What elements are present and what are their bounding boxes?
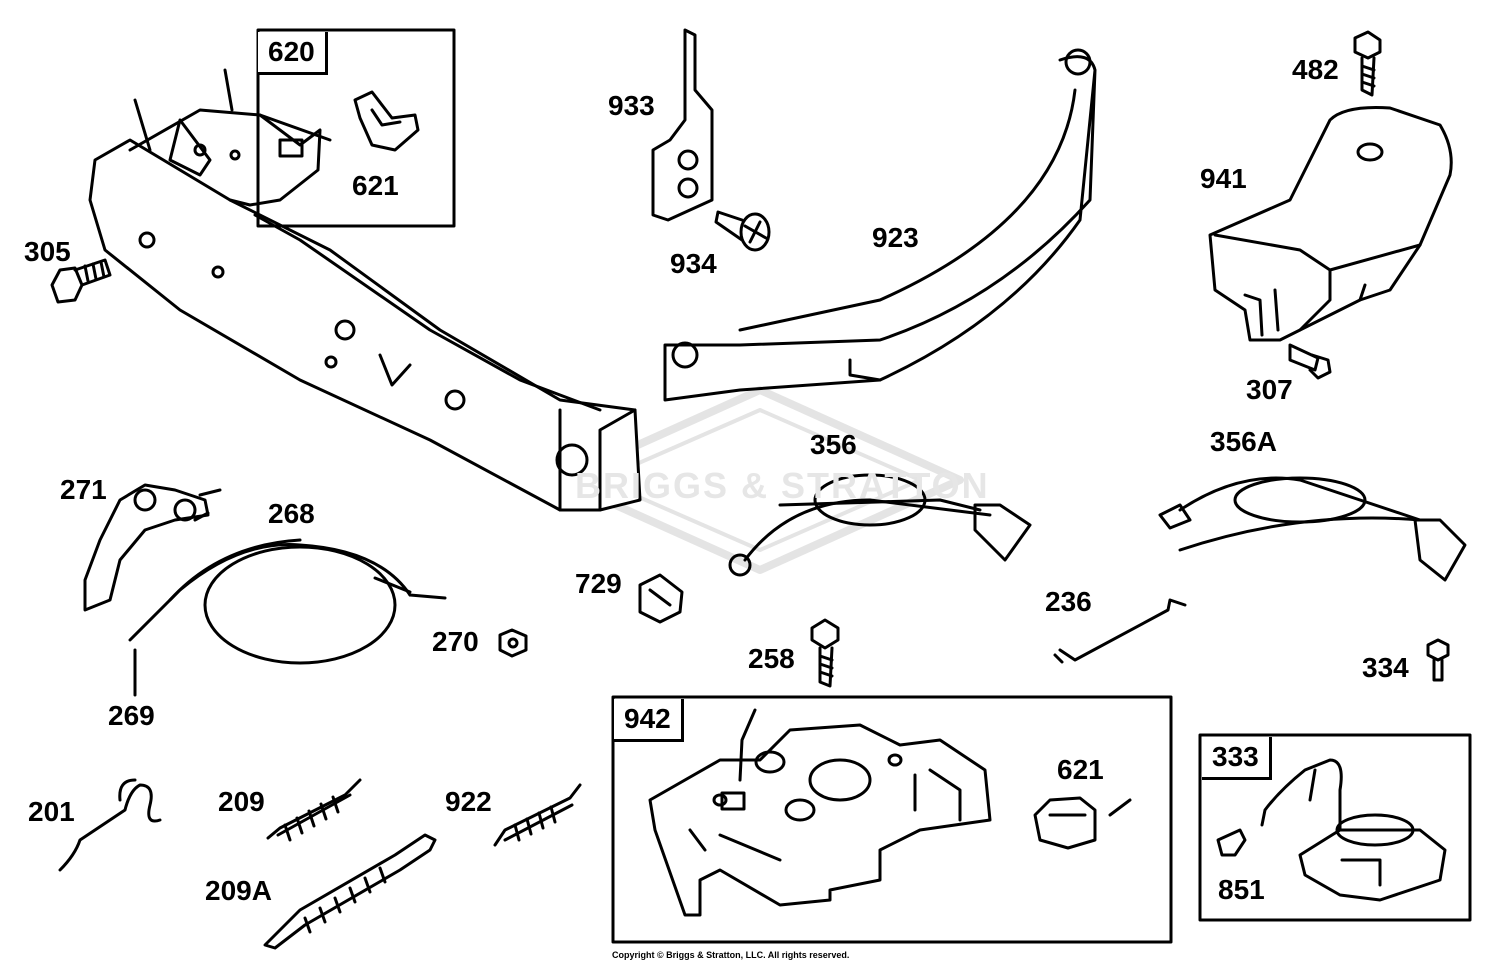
part-label-236: 236	[1045, 586, 1092, 617]
part-label-209a: 209A	[205, 875, 272, 906]
part-label-271: 271	[60, 474, 107, 505]
screw-334-part	[1426, 638, 1450, 682]
part-label-941: 941	[1200, 163, 1247, 194]
cable-268-part	[128, 538, 447, 697]
ignition-coil-333-part	[1260, 758, 1447, 902]
box-620-frame	[256, 28, 456, 228]
bolt-305-part	[50, 258, 112, 304]
part-label-923: 923	[872, 222, 919, 253]
bolt-482-part	[1353, 30, 1382, 97]
cover-941-part	[1208, 106, 1453, 342]
part-label-922: 922	[445, 786, 492, 817]
clip-621-part	[353, 90, 420, 152]
screw-307-part	[1288, 343, 1332, 380]
lever-271-part	[83, 483, 222, 612]
link-236-part	[1053, 598, 1187, 664]
box-333-frame	[1198, 733, 1472, 922]
part-label-201: 201	[28, 796, 75, 827]
control-plate-942-part	[648, 708, 992, 917]
box-942-label: 942	[614, 699, 684, 742]
part-label-258: 258	[748, 643, 795, 674]
part-label-621-box942: 621	[1057, 754, 1104, 785]
part-label-334: 334	[1362, 652, 1409, 683]
copyright-notice: Copyright © Briggs & Stratton, LLC. All …	[612, 950, 850, 960]
part-label-729: 729	[575, 568, 622, 599]
clip-621b-part	[1033, 796, 1132, 850]
spring-209-part	[266, 778, 362, 842]
part-label-934: 934	[670, 248, 717, 279]
part-label-305: 305	[24, 236, 71, 267]
box-942-frame	[611, 695, 1173, 944]
wire-356a-part	[1158, 476, 1467, 582]
part-label-270: 270	[432, 626, 479, 657]
part-label-356a: 356A	[1210, 426, 1277, 457]
part-label-621: 621	[352, 170, 399, 201]
part-label-269: 269	[108, 700, 155, 731]
bolt-258-part	[810, 618, 840, 688]
part-label-268: 268	[268, 498, 315, 529]
part-label-356: 356	[810, 429, 857, 460]
clip-729-part	[638, 573, 684, 624]
spring-922-part	[493, 783, 582, 847]
watermark-text: BRIGGS & STRATTON	[575, 465, 990, 506]
brake-band-923-part	[663, 48, 1097, 402]
part-label-307: 307	[1246, 374, 1293, 405]
control-bracket-part	[88, 68, 642, 512]
wire-356-part	[728, 473, 1032, 577]
clip-851-part	[1216, 828, 1247, 857]
box-333-label: 333	[1202, 737, 1272, 780]
box-620-label: 620	[258, 32, 328, 75]
watermark-logo	[556, 386, 964, 574]
part-label-209: 209	[218, 786, 265, 817]
part-label-482: 482	[1292, 54, 1339, 85]
spring-201-part	[58, 778, 162, 872]
part-label-851: 851	[1218, 874, 1265, 905]
nut-270-part	[498, 628, 528, 658]
screw-934-part	[714, 210, 771, 252]
part-label-933: 933	[608, 90, 655, 121]
bracket-933-part	[651, 28, 714, 222]
spring-209a-part	[263, 833, 437, 950]
